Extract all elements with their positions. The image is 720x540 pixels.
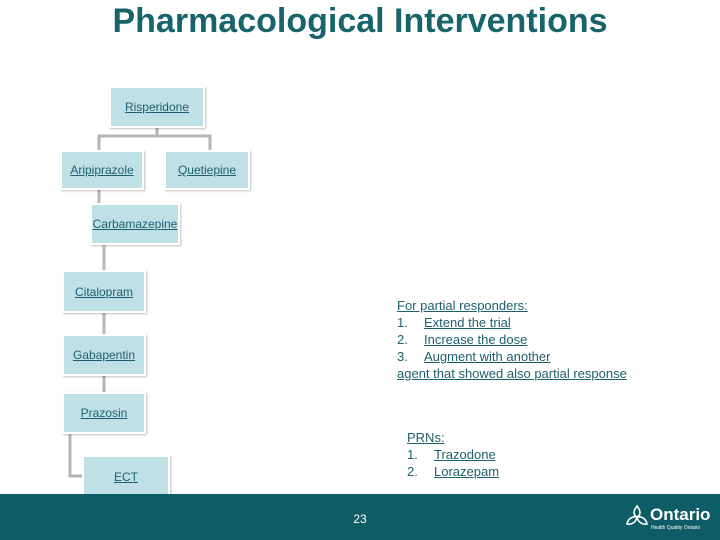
node-gabapentin-label: Gabapentin (72, 348, 136, 362)
node-quetiepine-label: Quetiepine (177, 163, 237, 177)
node-ect-label: ECT (114, 469, 138, 484)
page-title: Pharmacological Interventions (112, 2, 608, 40)
node-carbamazepine[interactable]: Carbamazepine (90, 203, 180, 245)
node-citalopram[interactable]: Citalopram (62, 270, 146, 313)
logo-subtext: Health Quality Ontario (651, 525, 701, 531)
partial-responders-continuation: agent that showed also partial response (397, 366, 627, 381)
node-gabapentin[interactable]: Gabapentin (62, 334, 146, 376)
node-prazosin-label: Prazosin (80, 406, 128, 420)
node-risperidone[interactable]: Risperidone (109, 86, 205, 128)
partial-responders-note: For partial responders: 1.Extend the tri… (397, 297, 627, 382)
node-risperidone-label: Risperidone (124, 100, 190, 114)
prns-item: 1.Trazodone (407, 447, 496, 462)
ontario-logo: Ontario Health Quality Ontario (624, 498, 714, 536)
page-number: 23 (353, 512, 367, 526)
footer-bar: 23 Ontario Health Quality Ontario (0, 494, 720, 540)
node-quetiepine[interactable]: Quetiepine (164, 150, 250, 190)
partial-responders-item: 3.Augment with another (397, 349, 551, 364)
connector-risperidone-aripiprazole (97, 128, 159, 150)
trillium-icon (626, 504, 648, 525)
prns-heading: PRNs: (407, 430, 445, 445)
partial-responders-item: 2.Increase the dose (397, 332, 528, 347)
partial-responders-heading: For partial responders: (397, 298, 528, 313)
prns-item: 2.Lorazepam (407, 464, 500, 479)
logo-wordmark: Ontario (650, 505, 711, 524)
node-aripiprazole-label: Aripiprazole (70, 163, 134, 177)
node-carbamazepine-label: Carbamazepine (92, 217, 178, 231)
node-ect[interactable]: ECT (82, 455, 170, 498)
node-prazosin[interactable]: Prazosin (62, 392, 146, 434)
node-citalopram-label: Citalopram (74, 284, 134, 299)
prns-note: PRNs: 1.Trazodone 2.Lorazepam (407, 429, 499, 480)
connector-risperidone-quetiepine (157, 134, 212, 150)
node-aripiprazole[interactable]: Aripiprazole (60, 150, 144, 190)
partial-responders-item: 1.Extend the trial (397, 315, 511, 330)
